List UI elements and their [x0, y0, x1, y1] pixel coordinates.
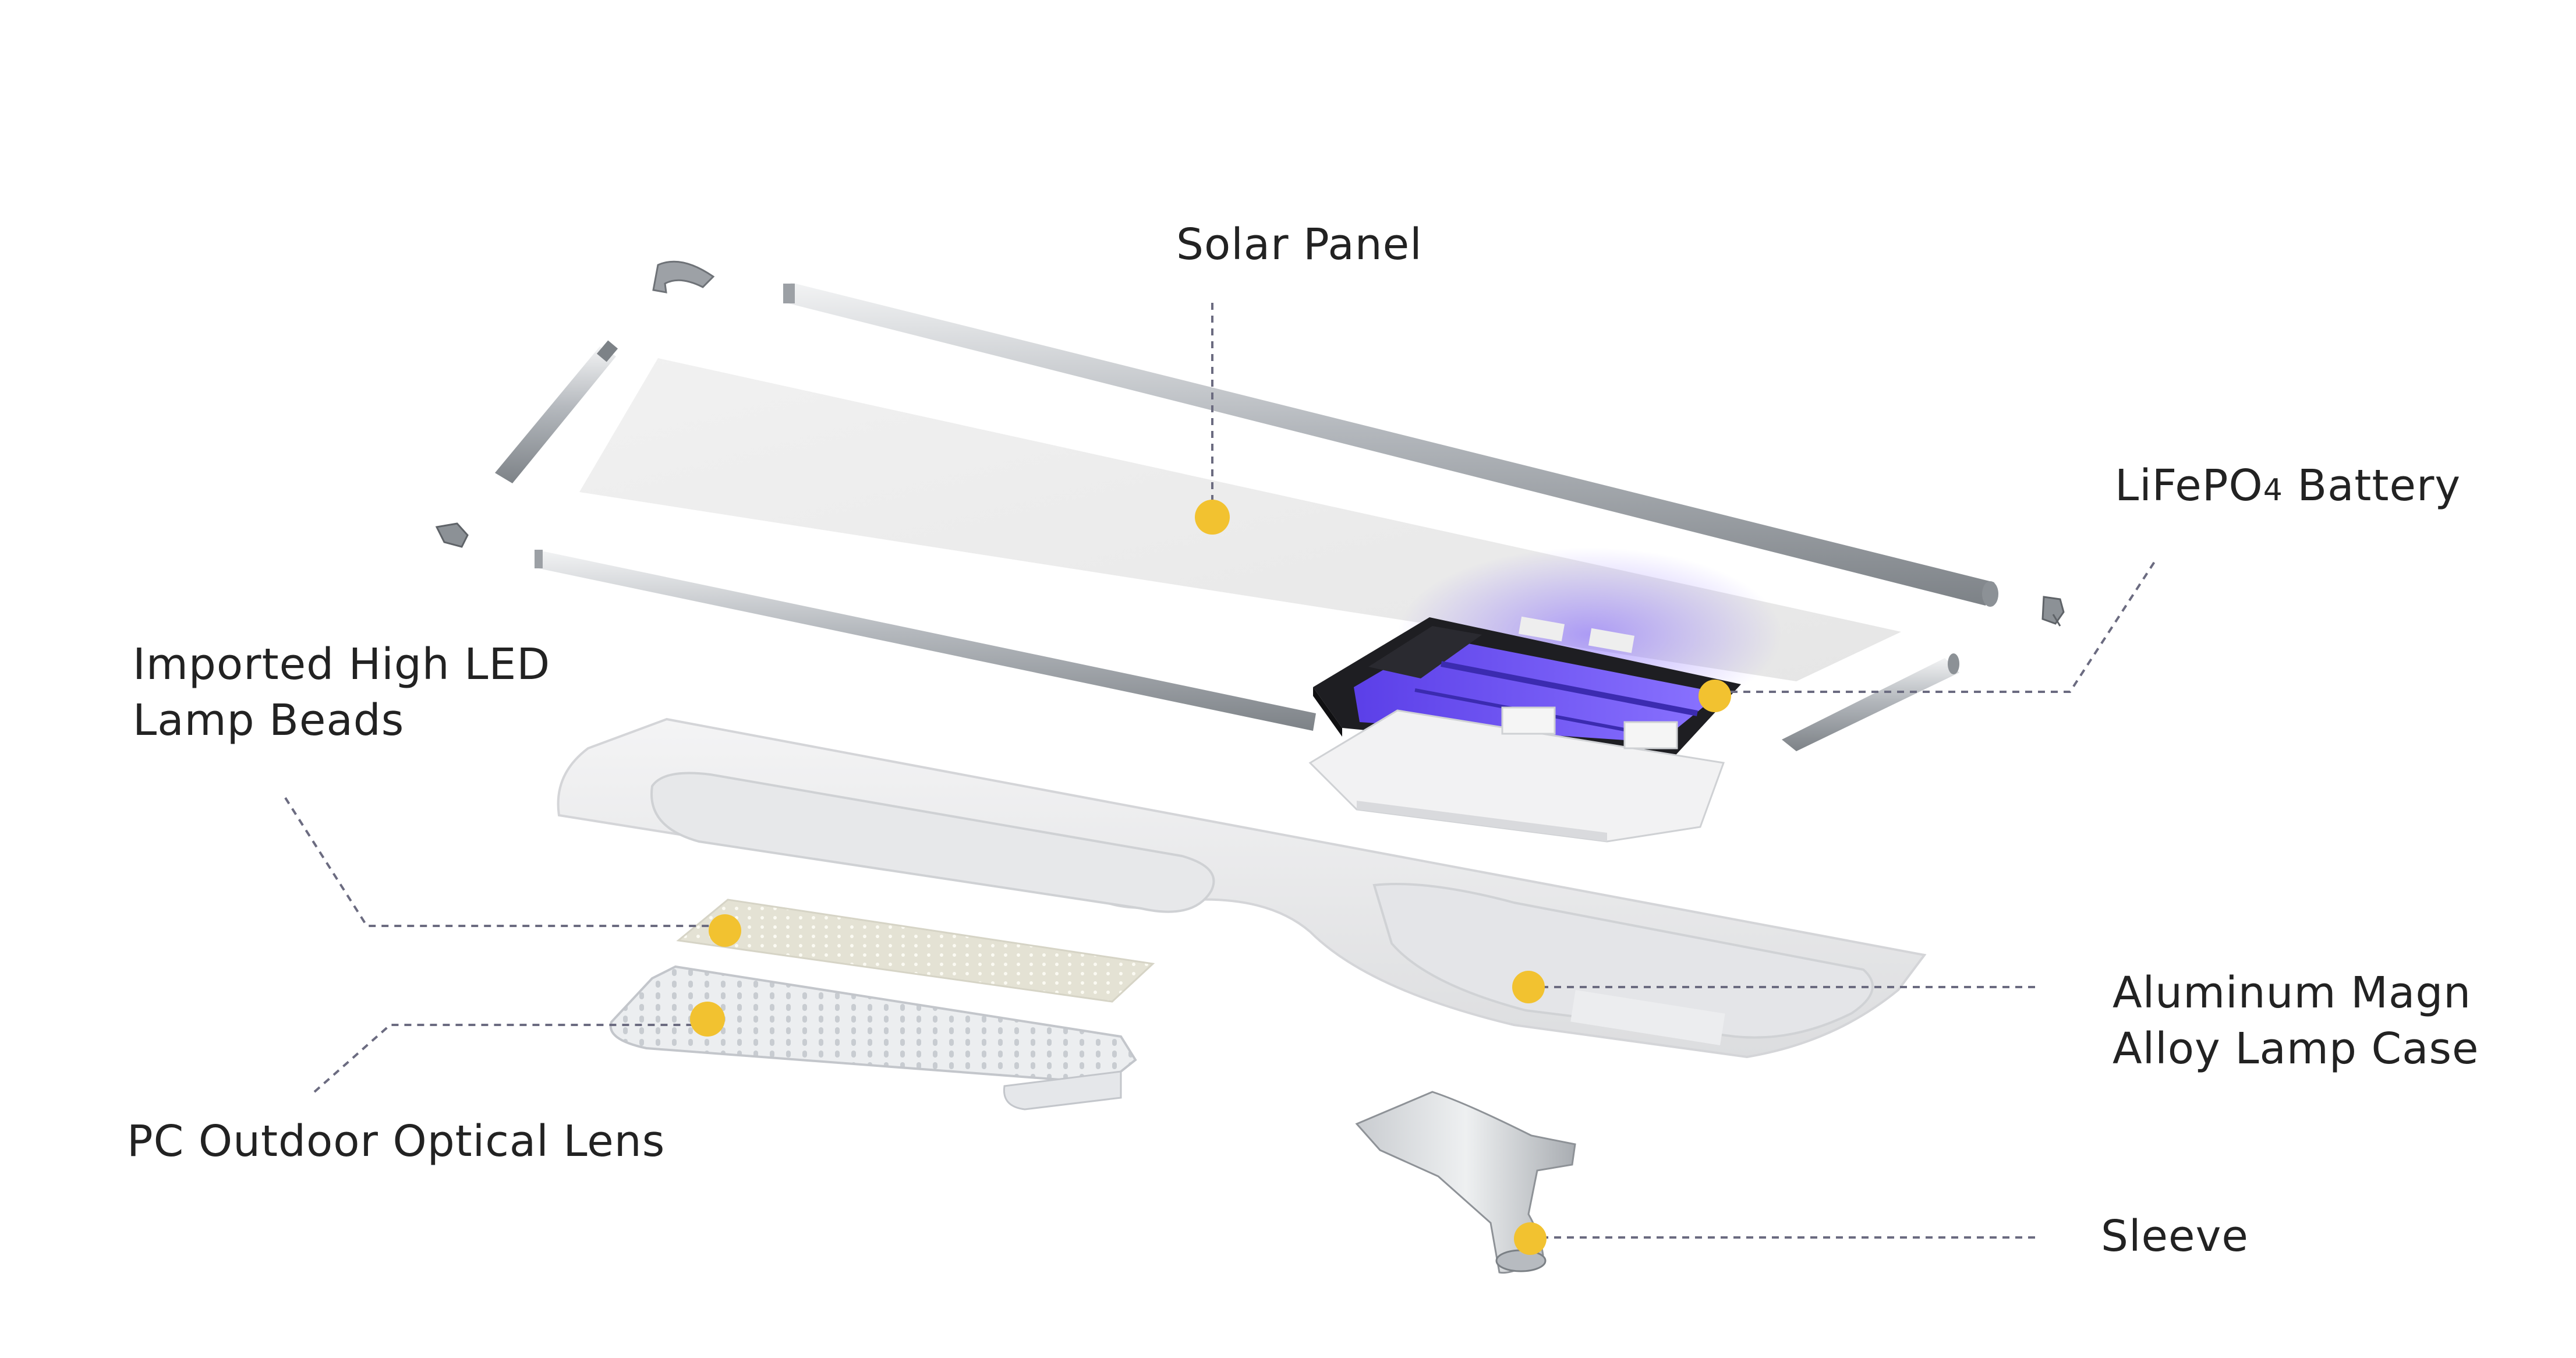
marker-led-beads	[709, 914, 741, 947]
leader-optical-lens	[313, 1024, 707, 1093]
label-solar-panel: Solar Panel	[1176, 220, 1423, 270]
bottom-frame-rail	[535, 550, 1316, 731]
corner-bracket-left	[435, 522, 469, 548]
top-frame-rail	[783, 282, 1998, 607]
callout-markers	[690, 500, 1731, 1255]
marker-solar-panel	[1195, 500, 1230, 535]
leader-battery	[1718, 561, 2156, 693]
leader-led-beads	[284, 797, 725, 927]
left-frame-rail	[495, 340, 618, 483]
marker-sleeve	[1514, 1222, 1547, 1255]
corner-bracket-right	[2041, 596, 2065, 627]
label-battery: LiFePO4 Battery	[2115, 461, 2461, 511]
marker-battery	[1699, 680, 1731, 712]
label-sleeve: Sleeve	[2101, 1211, 2249, 1261]
battery-mounting-plate	[1308, 706, 1725, 843]
marker-optical-lens	[690, 1002, 725, 1037]
aluminum-lamp-case	[557, 717, 1927, 1059]
label-lamp-case: Aluminum Magn Alloy Lamp Case	[2113, 968, 2479, 1074]
label-led-beads: Imported High LED Lamp Beads	[133, 639, 551, 745]
label-optical-lens: PC Outdoor Optical Lens	[127, 1116, 666, 1166]
leader-lines	[284, 303, 2156, 1239]
right-frame-rail	[1782, 653, 1959, 751]
marker-lamp-case	[1512, 971, 1545, 1003]
corner-bracket-top-left	[652, 260, 715, 293]
